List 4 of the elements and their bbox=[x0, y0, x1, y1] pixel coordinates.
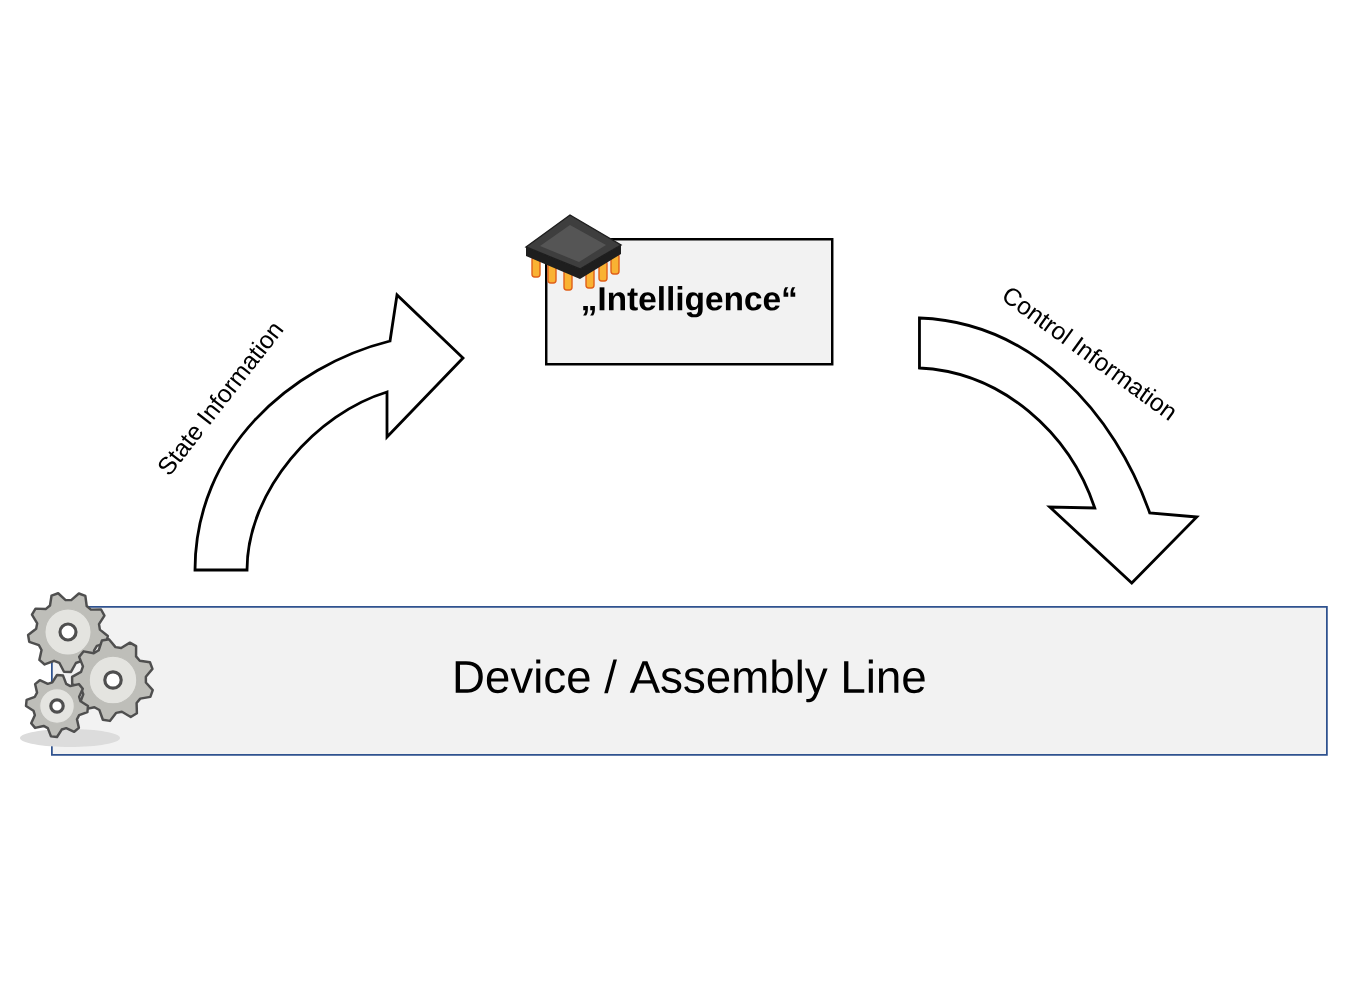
process-box: „Intelligence“ bbox=[545, 238, 834, 366]
block-arrow bbox=[193, 293, 465, 572]
process-box: Device / Assembly Line bbox=[51, 606, 1328, 756]
block-arrow bbox=[918, 316, 1199, 585]
